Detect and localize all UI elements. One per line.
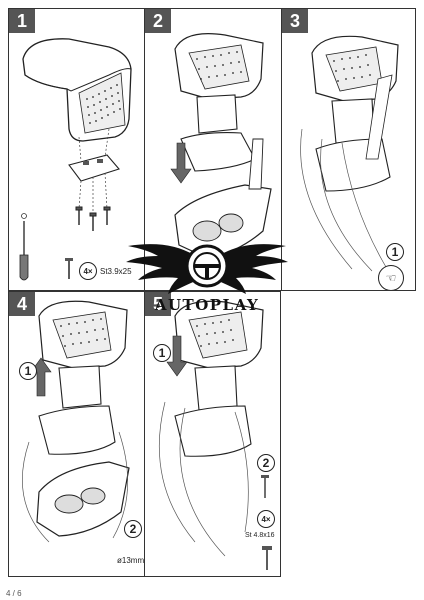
step-1-panel: 1 4× St3.9x25: [8, 8, 145, 291]
step-4-badge: 4: [9, 292, 35, 316]
step-4-callout-1: 1: [19, 362, 37, 380]
step-5-callout-2: 2: [257, 454, 275, 472]
step-5-panel: 5 1 2 4× St 4.8x16: [144, 291, 281, 577]
step-3-panel: 3 1 ☜: [281, 8, 416, 291]
step-3-callout-1: 1: [386, 243, 404, 261]
winged-steering-wheel-icon: [126, 244, 288, 294]
step-5-callout-1: 1: [153, 344, 171, 362]
step-4-panel: 4 1 2 ø13mm: [8, 291, 145, 577]
step-1-badge: 1: [9, 9, 35, 33]
step-1-screw-spec: St3.9x25: [100, 267, 132, 276]
page-number: 4 / 6: [6, 589, 22, 598]
step-5-illustration: [158, 300, 272, 570]
step-4-callout-2: 2: [124, 520, 142, 538]
step-5-badge: 5: [145, 292, 171, 316]
brand-logo: AUTOPLAY: [118, 232, 296, 316]
step-5-qty-badge: 4×: [257, 510, 275, 528]
step-4-drill-size: ø13mm: [117, 556, 145, 565]
clip-icon: ☜: [378, 265, 404, 290]
step-1-qty-badge: 4×: [79, 262, 97, 280]
brand-logo-text: AUTOPLAY: [154, 296, 260, 314]
step-4-illustration: [22, 300, 130, 543]
step-5-screw-spec: St 4.8x16: [245, 532, 275, 539]
step-2-panel: 2: [144, 8, 282, 291]
step-3-illustration: [300, 35, 399, 272]
step-3-badge: 3: [282, 9, 308, 33]
step-2-illustration: [170, 33, 272, 258]
step-1-illustration: [19, 38, 132, 281]
step-2-badge: 2: [145, 9, 171, 33]
